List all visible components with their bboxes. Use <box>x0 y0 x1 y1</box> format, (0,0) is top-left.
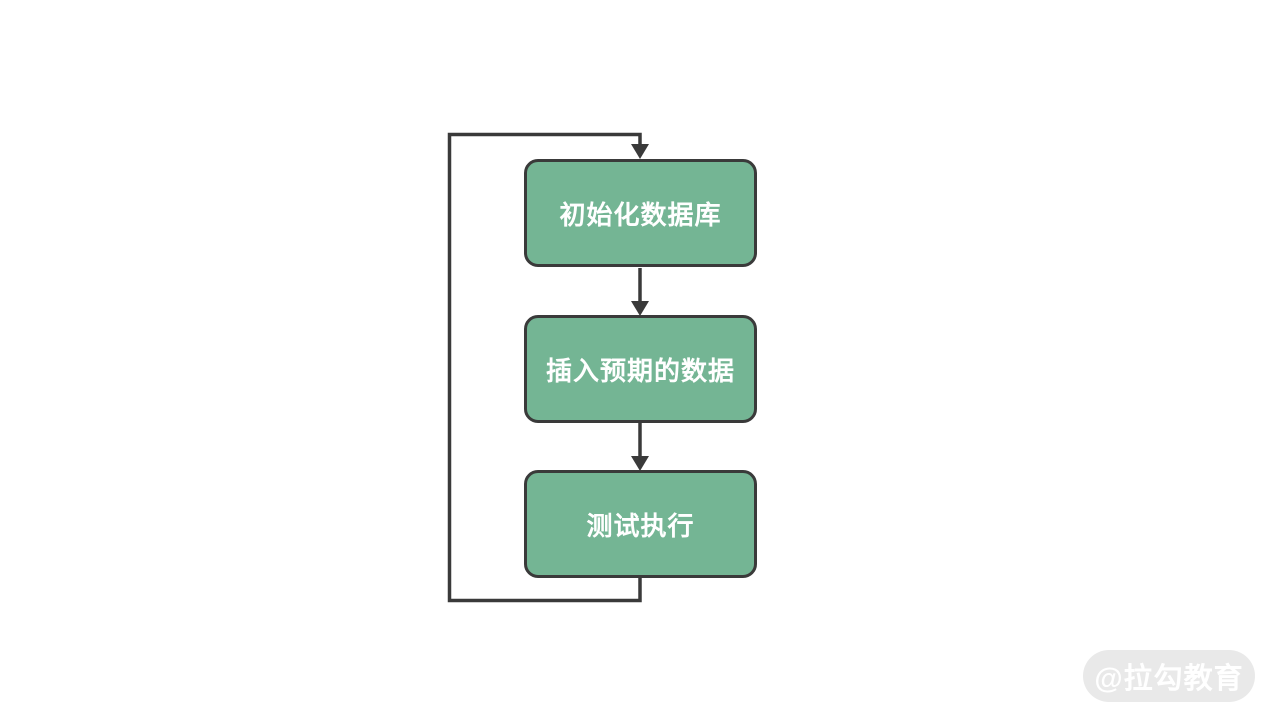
flow-node-label: 测试执行 <box>586 510 695 541</box>
flow-node-insert-expected-data: 插入预期的数据 <box>524 315 757 423</box>
flow-node-run-test: 测试执行 <box>524 470 757 578</box>
watermark-text: @拉勾教育 <box>1094 663 1244 695</box>
loop-back-arrowhead-icon <box>631 144 649 159</box>
arrowhead-node2-icon <box>631 301 649 316</box>
arrowhead-node3-icon <box>631 456 649 471</box>
flow-node-label: 初始化数据库 <box>559 199 722 230</box>
watermark-badge: @拉勾教育 <box>1083 650 1255 702</box>
flow-node-label: 插入预期的数据 <box>545 355 735 386</box>
flow-node-init-database: 初始化数据库 <box>524 159 757 267</box>
